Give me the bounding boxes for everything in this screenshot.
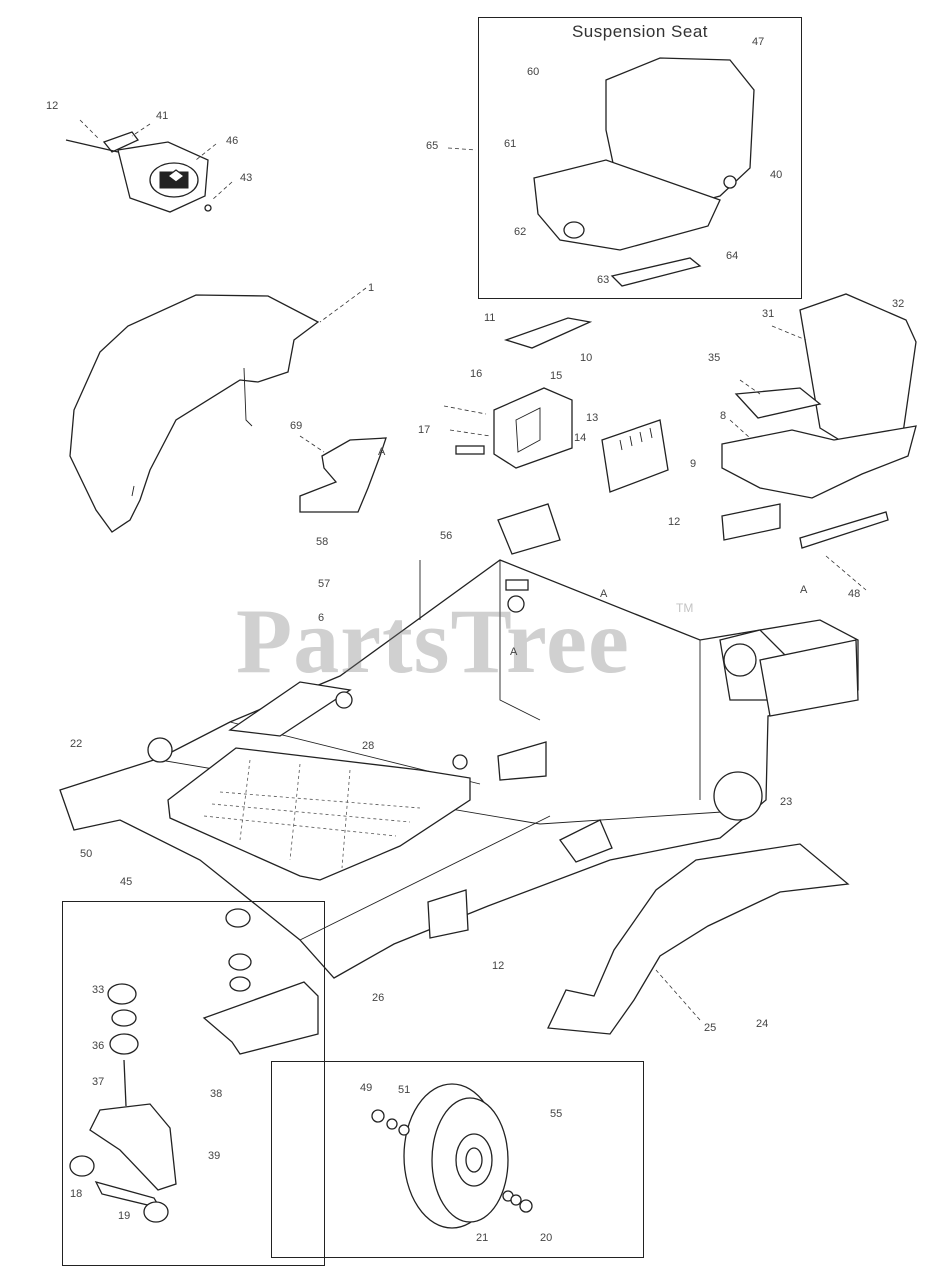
callout-label: 51 xyxy=(398,1084,411,1096)
callout-label: 26 xyxy=(372,992,385,1004)
suspension-seat xyxy=(447,57,755,287)
callout-label: 10 xyxy=(580,352,593,364)
callout-label: 37 xyxy=(92,1076,105,1088)
callout-label: 14 xyxy=(574,432,587,444)
callout-label: 17 xyxy=(418,424,431,436)
callout-label: 33 xyxy=(92,984,105,996)
wheel-assembly xyxy=(371,1083,533,1229)
inset-title: Suspension Seat xyxy=(571,22,709,41)
callout-label: 41 xyxy=(156,110,169,122)
callout-label: 32 xyxy=(892,298,905,310)
callout-label: 49 xyxy=(360,1082,373,1094)
callout-label: 24 xyxy=(756,1018,769,1030)
callout-label: 19 xyxy=(118,1210,131,1222)
callout-label: 56 xyxy=(440,530,453,542)
callout-label: 46 xyxy=(226,135,239,147)
callout-label: 12 xyxy=(46,100,59,112)
watermark: PartsTree xyxy=(236,590,630,692)
callout-label: 47 xyxy=(752,36,765,48)
callout-label: 39 xyxy=(208,1150,221,1162)
callout-label: 15 xyxy=(550,370,563,382)
callout-label: 38 xyxy=(210,1088,223,1100)
callout-label: 25 xyxy=(704,1022,717,1034)
callout-label: 61 xyxy=(504,138,517,150)
callout-label: 43 xyxy=(240,172,253,184)
seat-bracket-group xyxy=(443,317,669,493)
callout-label: 18 xyxy=(70,1188,83,1200)
callout-label: 63 xyxy=(597,274,610,286)
callout-label: A xyxy=(510,646,518,658)
callout-label: A xyxy=(800,584,808,596)
callout-label: 31 xyxy=(762,308,775,320)
callout-label: 57 xyxy=(318,578,331,590)
callout-label: 69 xyxy=(290,420,303,432)
seat-switch-assembly xyxy=(65,119,233,213)
caster-inset xyxy=(62,901,325,1266)
callout-label: 28 xyxy=(362,740,375,752)
wheel-inset xyxy=(271,1061,644,1258)
callout-label: 8 xyxy=(720,410,727,422)
callout-label: 40 xyxy=(770,169,783,181)
left-fender xyxy=(69,287,367,533)
callout-label: 13 xyxy=(586,412,599,424)
callout-label: 9 xyxy=(690,458,697,470)
callout-label: 48 xyxy=(848,588,861,600)
callout-label: 23 xyxy=(780,796,793,808)
callout-label: 16 xyxy=(470,368,483,380)
callout-label: 50 xyxy=(80,848,93,860)
main-frame xyxy=(59,503,859,979)
callout-label: 45 xyxy=(120,876,133,888)
standard-seat xyxy=(721,293,917,591)
suspension-seat-inset: Suspension Seat xyxy=(478,17,802,299)
callout-label: 62 xyxy=(514,226,527,238)
callout-label: A xyxy=(378,446,386,458)
callout-label: 35 xyxy=(708,352,721,364)
right-fender xyxy=(547,843,850,1035)
callout-label: 64 xyxy=(726,250,739,262)
callout-label: A xyxy=(600,588,608,600)
callout-label: 65 xyxy=(426,140,439,152)
callout-label: 22 xyxy=(70,738,83,750)
callout-label: 58 xyxy=(316,536,329,548)
callout-label: 1 xyxy=(368,282,375,294)
watermark-tm: TM xyxy=(676,601,694,615)
bracket-69 xyxy=(299,435,387,513)
callout-label: 11 xyxy=(484,312,496,324)
callout-label: 12 xyxy=(668,516,681,528)
callout-label: 55 xyxy=(550,1108,563,1120)
caster-assembly xyxy=(69,908,319,1223)
callout-label: 6 xyxy=(318,612,325,624)
callout-label: 20 xyxy=(540,1232,553,1244)
callout-label: 12 xyxy=(492,960,505,972)
callout-label: 21 xyxy=(476,1232,489,1244)
callout-label: 36 xyxy=(92,1040,105,1052)
callout-label: 60 xyxy=(527,66,540,78)
